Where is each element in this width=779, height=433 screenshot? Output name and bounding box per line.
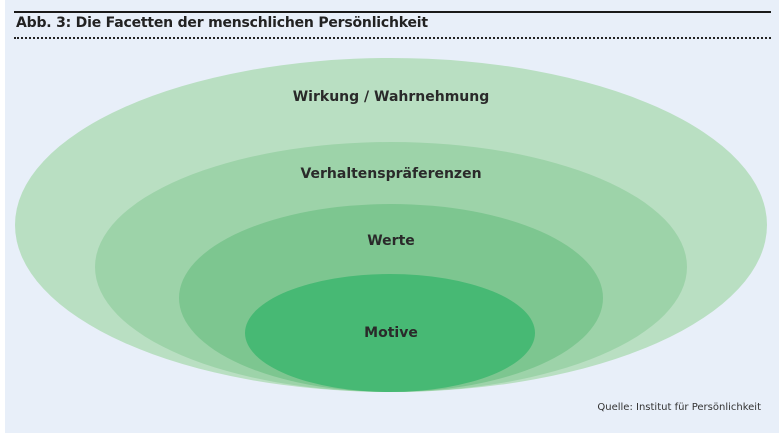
top-rule: [14, 11, 771, 13]
layer-core: [245, 274, 535, 392]
label-verhalten: Verhaltenspräferenzen: [300, 166, 481, 182]
figure-title: Abb. 3: Die Facetten der menschlichen Pe…: [16, 15, 428, 31]
source-note: Quelle: Institut für Persönlichkeit: [597, 402, 761, 413]
label-motive: Motive: [364, 325, 418, 341]
dotted-divider: [14, 37, 771, 39]
label-wirkung: Wirkung / Wahrnehmung: [293, 89, 490, 105]
label-werte: Werte: [367, 233, 415, 249]
